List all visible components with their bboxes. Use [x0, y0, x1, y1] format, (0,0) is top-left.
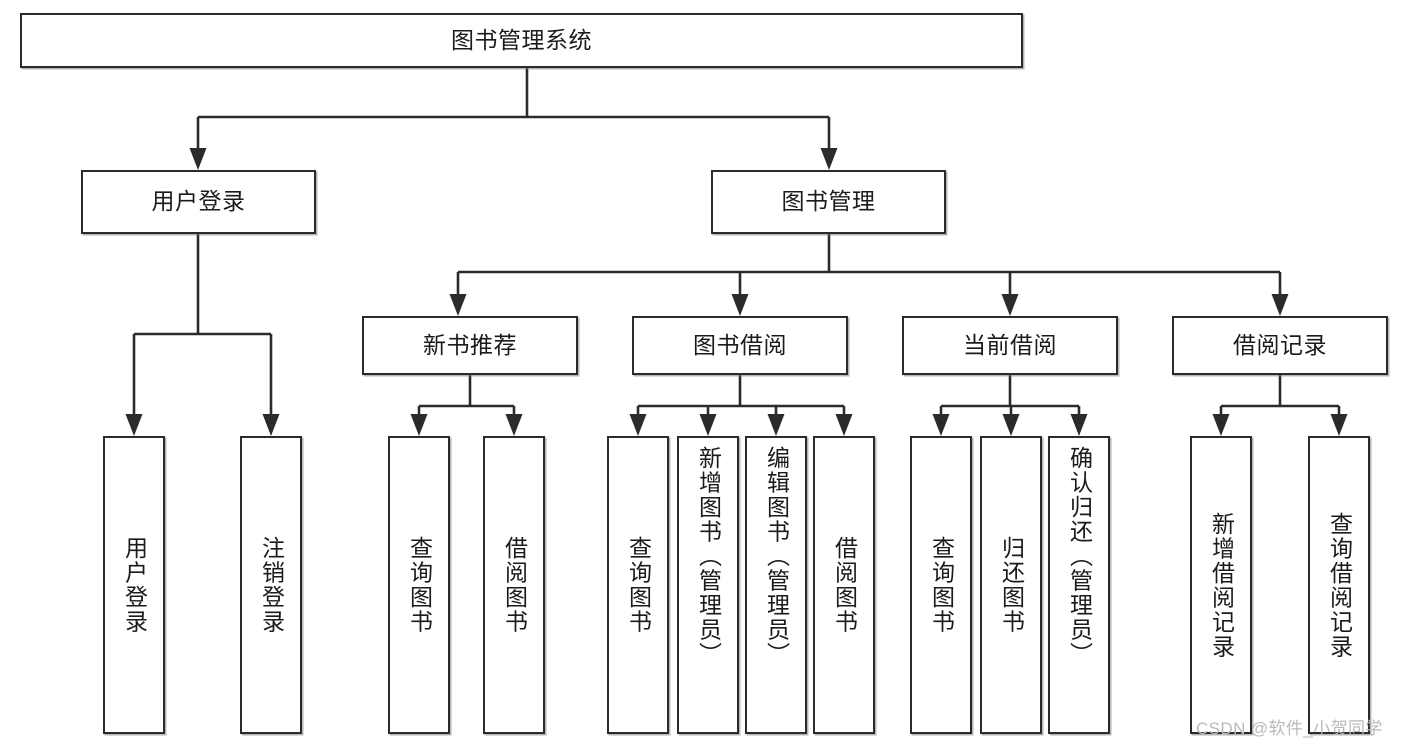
arrowhead-bookmgmt-2: [1001, 294, 1019, 316]
arrowhead-root-0: [189, 148, 207, 170]
node-book-borrow-label: 图书借阅: [693, 331, 787, 358]
arrowhead-bookmgmt-0: [449, 294, 467, 316]
node-leaf-borrow-book-1-label: 借阅图书: [501, 536, 528, 634]
node-leaf-confirm-return-label: 确认归还（管理员）: [1066, 446, 1093, 667]
node-borrow-record-label: 借阅记录: [1233, 331, 1327, 358]
arrowhead-group-1-0: [629, 414, 647, 436]
arrowhead-group-1-3: [835, 414, 853, 436]
node-leaf-logout-login[interactable]: 注销登录: [240, 436, 302, 734]
node-book-management-label: 图书管理: [781, 188, 876, 215]
node-leaf-logout-login-label: 注销登录: [258, 536, 285, 634]
node-borrow-record[interactable]: 借阅记录: [1172, 316, 1388, 375]
arrowhead-group-3-1: [1330, 414, 1348, 436]
arrowhead-group-2-2: [1070, 414, 1088, 436]
node-current-borrow-label: 当前借阅: [963, 331, 1057, 358]
node-leaf-return-book-label: 归还图书: [998, 536, 1025, 634]
node-leaf-query-book-2-label: 查询图书: [625, 536, 652, 634]
arrowhead-group-2-0: [932, 414, 950, 436]
arrowhead-userlogin-1: [262, 414, 280, 436]
node-book-management[interactable]: 图书管理: [711, 170, 946, 234]
node-leaf-borrow-book-2-label: 借阅图书: [831, 536, 858, 634]
node-leaf-query-book-2[interactable]: 查询图书: [607, 436, 669, 734]
node-leaf-query-book-1[interactable]: 查询图书: [388, 436, 450, 734]
node-current-borrow[interactable]: 当前借阅: [902, 316, 1118, 375]
node-root[interactable]: 图书管理系统: [20, 13, 1023, 68]
node-user-login[interactable]: 用户登录: [81, 170, 316, 234]
node-leaf-user-login-label: 用户登录: [121, 536, 148, 634]
arrowhead-group-1-2: [767, 414, 785, 436]
node-leaf-borrow-book-1[interactable]: 借阅图书: [483, 436, 545, 734]
arrowhead-group-1-1: [699, 414, 717, 436]
node-leaf-confirm-return[interactable]: 确认归还（管理员）: [1048, 436, 1110, 734]
node-leaf-borrow-book-2[interactable]: 借阅图书: [813, 436, 875, 734]
arrowhead-bookmgmt-1: [731, 294, 749, 316]
node-user-login-label: 用户登录: [151, 188, 246, 215]
node-leaf-query-book-1-label: 查询图书: [406, 536, 433, 634]
node-book-borrow[interactable]: 图书借阅: [632, 316, 848, 375]
arrowhead-root-1: [820, 148, 838, 170]
node-leaf-add-record[interactable]: 新增借阅记录: [1190, 436, 1252, 734]
node-leaf-edit-book[interactable]: 编辑图书（管理员）: [745, 436, 807, 734]
arrowhead-userlogin-0: [125, 414, 143, 436]
arrowhead-group-3-0: [1212, 414, 1230, 436]
node-leaf-return-book[interactable]: 归还图书: [980, 436, 1042, 734]
arrowhead-group-0-0: [410, 414, 428, 436]
node-leaf-query-record[interactable]: 查询借阅记录: [1308, 436, 1370, 734]
arrowhead-bookmgmt-3: [1271, 294, 1289, 316]
node-leaf-query-record-label: 查询借阅记录: [1326, 511, 1353, 659]
node-leaf-add-record-label: 新增借阅记录: [1208, 511, 1235, 659]
node-leaf-edit-book-label: 编辑图书（管理员）: [763, 446, 790, 667]
arrowhead-group-2-1: [1002, 414, 1020, 436]
node-new-book-recommend-label: 新书推荐: [423, 331, 517, 358]
arrowhead-group-0-1: [505, 414, 523, 436]
node-root-label: 图书管理系统: [451, 26, 592, 53]
node-leaf-add-book-label: 新增图书（管理员）: [695, 446, 722, 667]
node-leaf-add-book[interactable]: 新增图书（管理员）: [677, 436, 739, 734]
node-leaf-query-book-3-label: 查询图书: [928, 536, 955, 634]
node-leaf-user-login[interactable]: 用户登录: [103, 436, 165, 734]
node-new-book-recommend[interactable]: 新书推荐: [362, 316, 578, 375]
node-leaf-query-book-3[interactable]: 查询图书: [910, 436, 972, 734]
